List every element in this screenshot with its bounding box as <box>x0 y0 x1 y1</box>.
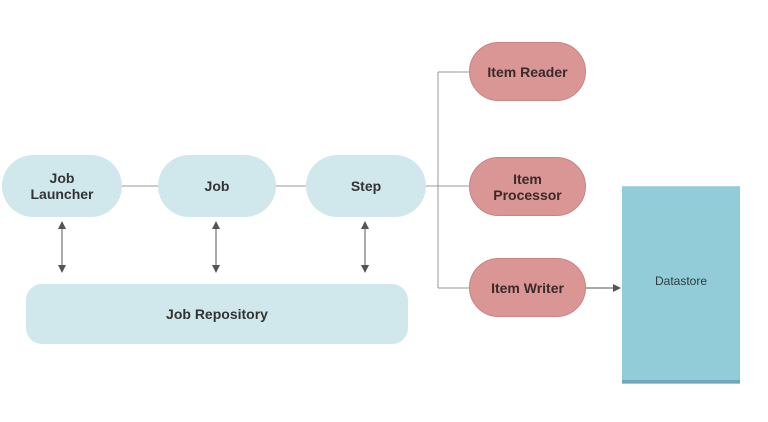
job-repository-node: Job Repository <box>26 284 408 344</box>
datastore-node <box>622 186 740 384</box>
datastore-top-edge <box>622 186 740 187</box>
job-launcher-node: Job Launcher <box>2 155 122 217</box>
job-label: Job <box>204 178 230 194</box>
job-repository-label: Job Repository <box>166 306 268 322</box>
step-label: Step <box>350 178 382 194</box>
datastore-bottom-edge <box>622 380 740 383</box>
item-processor-node: Item Processor <box>469 157 586 216</box>
item-reader-label: Item Reader <box>487 63 568 80</box>
item-writer-node: Item Writer <box>469 258 586 317</box>
item-processor-label: Item Processor <box>493 170 562 203</box>
step-node: Step <box>306 155 426 217</box>
item-writer-label: Item Writer <box>491 279 564 296</box>
job-node: Job <box>158 155 276 217</box>
item-reader-node: Item Reader <box>469 42 586 101</box>
datastore-label: Datastore <box>654 274 708 288</box>
job-launcher-label: Job Launcher <box>30 170 94 202</box>
